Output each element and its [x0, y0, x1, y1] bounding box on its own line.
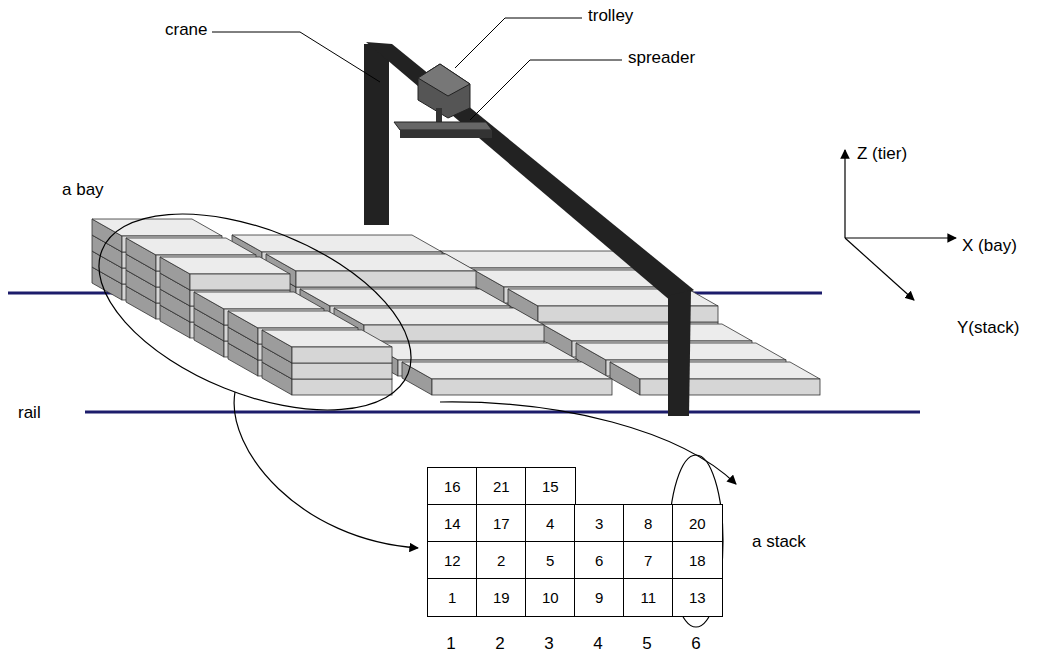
cell-number: 13: [689, 589, 706, 606]
stack-number: 6: [691, 634, 700, 654]
cell-number: 11: [640, 589, 656, 606]
cell-number: 3: [595, 515, 603, 532]
bay-cell: 17: [476, 504, 527, 543]
cell-number: 15: [542, 478, 559, 495]
part-label: a bay: [62, 180, 104, 200]
part-label: rail: [18, 403, 41, 423]
container: [266, 254, 476, 287]
cell-number: 1: [448, 589, 456, 606]
stack-number: 3: [544, 634, 553, 654]
axis-arrow: [844, 150, 845, 238]
bay-cell: 15: [525, 467, 576, 506]
bay-cell: 14: [427, 504, 478, 543]
bay-cell: 16: [427, 467, 478, 506]
bay-cell: 12: [427, 541, 478, 580]
cell-number: 9: [595, 589, 603, 606]
bay-cell: 18: [672, 541, 723, 580]
cell-number: 20: [689, 515, 706, 532]
bay-cell: 19: [476, 578, 527, 617]
cell-number: 7: [644, 552, 652, 569]
bay-cell: 4: [525, 504, 576, 543]
cell-number: 2: [497, 552, 505, 569]
part-label: Z (tier): [857, 144, 907, 164]
cell-number: 18: [689, 552, 706, 569]
bay-cell: 2: [476, 541, 527, 580]
bay-cell: 5: [525, 541, 576, 580]
spreader: [400, 130, 492, 138]
bay-cell: 21: [476, 467, 527, 506]
bay-cell: 11: [623, 578, 674, 617]
leader-line: [212, 32, 380, 82]
cell-number: 17: [493, 515, 510, 532]
crane-beam: [366, 42, 694, 302]
part-label: X (bay): [962, 236, 1017, 256]
cell-number: 10: [542, 589, 559, 606]
leader-line: [470, 60, 622, 120]
stack-number: 5: [642, 634, 651, 654]
cell-number: 16: [444, 478, 461, 495]
part-label: a stack: [752, 532, 806, 552]
cell-number: 6: [595, 552, 603, 569]
bay-ellipse: [71, 174, 438, 450]
container: [160, 257, 290, 290]
part-label: Y(stack): [957, 318, 1019, 338]
bay-cell: 6: [574, 541, 625, 580]
cell-number: 4: [546, 515, 554, 532]
cell-number: 19: [493, 589, 510, 606]
stack-ellipse: [669, 455, 723, 627]
bay-cell: 9: [574, 578, 625, 617]
cell-number: 14: [444, 515, 461, 532]
cell-number: 21: [493, 478, 510, 495]
bay-cell: 13: [672, 578, 723, 617]
container: [402, 362, 612, 395]
pointer-arrow: [234, 392, 418, 548]
part-label: trolley: [588, 6, 633, 26]
bay-cell: 8: [623, 504, 674, 543]
bay-cell: 1: [427, 578, 478, 617]
stack-number: 1: [446, 634, 455, 654]
cell-number: 12: [444, 552, 461, 569]
containers: [92, 219, 820, 395]
cell-number: 8: [644, 515, 652, 532]
crane-leg: [668, 290, 691, 416]
spreader: [394, 122, 492, 130]
crane-leg: [364, 44, 389, 225]
container: [610, 362, 820, 395]
trolley-top: [418, 64, 470, 96]
cell-number: 5: [546, 552, 554, 569]
bay-cell: 10: [525, 578, 576, 617]
trolley: [418, 64, 470, 118]
bay-cell: 7: [623, 541, 674, 580]
stack-number: 4: [593, 634, 602, 654]
part-label: spreader: [628, 48, 695, 68]
rail-line: [85, 411, 920, 414]
stack-number: 2: [495, 634, 504, 654]
bay-cell: 20: [672, 504, 723, 543]
part-label: crane: [165, 20, 208, 40]
axis-arrow: [845, 237, 956, 238]
container: [262, 330, 392, 363]
bay-cell: 3: [574, 504, 625, 543]
axis-arrow: [845, 238, 914, 300]
